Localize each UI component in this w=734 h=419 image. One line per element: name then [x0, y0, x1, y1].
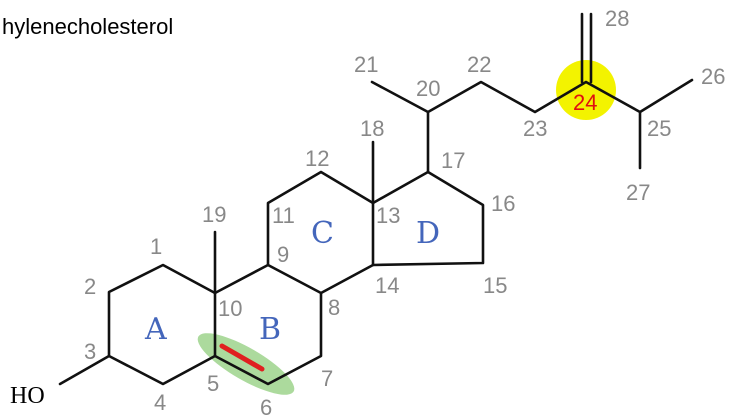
atom-number-6: 6 [260, 395, 272, 419]
double-bond-c5-c6 [219, 343, 265, 372]
ring-label-d: D [416, 216, 440, 251]
atom-number-12: 12 [305, 146, 329, 171]
atom-number-13: 13 [376, 203, 400, 228]
atom-number-22: 22 [467, 52, 491, 77]
atom-number-28: 28 [605, 6, 629, 31]
atom-number-16: 16 [491, 191, 515, 216]
ring-b-bonds [213, 263, 323, 386]
atom-number-11: 11 [272, 203, 295, 228]
atom-numbers: 1 2 3 4 5 6 7 8 9 10 11 12 13 14 15 16 1… [84, 6, 725, 419]
compound-name: hylenecholesterol [2, 14, 173, 39]
atom-number-2: 2 [84, 274, 96, 299]
atom-number-5: 5 [207, 371, 219, 396]
bond-c20-c21 [370, 80, 430, 114]
atom-number-17: 17 [441, 148, 465, 173]
atom-number-8: 8 [328, 295, 340, 320]
atom-number-9: 9 [277, 242, 289, 267]
ring-label-a: A [144, 312, 167, 347]
atom-number-4: 4 [154, 390, 166, 415]
atom-number-14: 14 [375, 273, 399, 298]
ring-c-bonds [266, 170, 375, 295]
atom-number-19: 19 [202, 202, 226, 227]
atom-number-15: 15 [483, 273, 507, 298]
hydroxyl-label: HO [10, 383, 45, 409]
atom-number-18: 18 [360, 116, 384, 141]
atom-number-3: 3 [84, 339, 96, 364]
bond-c25-c26 [638, 78, 694, 114]
atom-number-10: 10 [218, 296, 242, 321]
atom-number-23: 23 [523, 116, 547, 141]
atom-number-20: 20 [416, 76, 440, 101]
bond-c3-oh [58, 354, 111, 386]
atom-24-highlight [556, 60, 616, 120]
ring-d-bonds [371, 170, 485, 267]
atom-number-24: 24 [573, 90, 597, 115]
atom-number-7: 7 [321, 366, 333, 391]
atom-number-21: 21 [354, 52, 378, 77]
ring-label-b: B [259, 312, 281, 347]
atom-number-27: 27 [626, 180, 650, 205]
bond-skeleton [58, 12, 694, 386]
ring-a-bonds [107, 263, 217, 386]
ring-label-c: C [311, 216, 334, 251]
atom-number-1: 1 [150, 234, 162, 259]
atom-number-25: 25 [647, 116, 671, 141]
atom-number-26: 26 [701, 64, 725, 89]
